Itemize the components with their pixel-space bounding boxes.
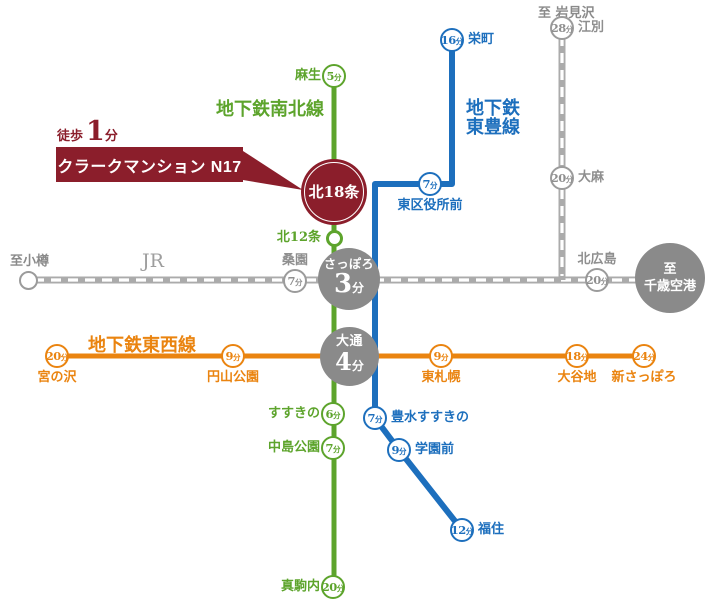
hub-sapporo-minutes: 3 xyxy=(333,269,353,299)
station-label-fukuzumi: 福住 xyxy=(478,522,505,537)
namboku-line-label: 地下鉄南北線 xyxy=(216,99,324,120)
station-label-oasa: 大麻 xyxy=(578,170,605,185)
station-label-shin-sapporo: 新さっぽろ xyxy=(611,370,677,385)
terminal-otaru-label: 至小樽 xyxy=(10,254,50,269)
badge-pointer xyxy=(243,151,303,190)
terminal-iwamizawa-label: 至 岩見沢 xyxy=(538,6,595,21)
hub-sapporo: さっぽろ 3 分 xyxy=(318,248,380,310)
hub-kita18jo-label: 北18条 xyxy=(308,183,360,201)
hub-chitose-airport: 至 千歳空港 xyxy=(635,243,705,313)
hub-odori: 大通 4 分 xyxy=(320,327,379,386)
property-name-badge: クラークマンション N17 xyxy=(56,147,243,182)
hub-odori-minutes: 4 xyxy=(335,346,352,376)
station-label-nakajima-koen: 中島公園 xyxy=(267,440,320,455)
walk-prefix: 徒歩 xyxy=(57,129,84,144)
hub-odori-minutes-unit: 分 xyxy=(351,358,364,373)
hub-kita18jo: 北18条 xyxy=(301,159,367,225)
toho-line-label-line1: 地下鉄 xyxy=(466,98,520,119)
hub-sapporo-minutes-unit: 分 xyxy=(352,281,365,295)
station-label-kita12jo: 北12条 xyxy=(276,230,321,245)
station-label-hosui-susukino: 豊水すすきの xyxy=(391,410,470,425)
station-label-miyanosawa: 宮の沢 xyxy=(37,370,77,385)
station-label-sakaemachi: 栄町 xyxy=(468,32,495,47)
station-label-kitahiroshima: 北広島 xyxy=(577,252,617,267)
hub-sapporo-label: さっぽろ xyxy=(323,257,374,271)
station-kita12jo xyxy=(325,229,343,247)
walk-minutes-unit: 分 xyxy=(104,129,118,144)
station-label-soen: 桑園 xyxy=(281,253,309,268)
hub-chitose-label-line2: 千歳空港 xyxy=(643,279,696,294)
station-label-asabu: 麻生 xyxy=(294,68,321,83)
station-label-susukino: すすきの xyxy=(267,406,320,421)
station-label-maruyama-koen: 円山公園 xyxy=(206,370,260,385)
toho-line-label: 地下鉄 東豊線 xyxy=(466,99,520,137)
toho-line-label-line2: 東豊線 xyxy=(466,117,520,138)
hub-odori-label: 大通 xyxy=(335,333,363,349)
station-label-gakuen-mae: 学園前 xyxy=(415,442,455,457)
hub-chitose-label-line1: 至 xyxy=(663,262,677,277)
walk-time: 徒歩 1 分 xyxy=(57,116,118,147)
station-label-ebetsu: 江別 xyxy=(578,20,605,35)
station-label-higashi-kuyakusho-mae: 東区役所前 xyxy=(397,198,463,213)
toho-line xyxy=(372,37,465,533)
walk-minutes: 1 xyxy=(86,116,105,147)
station-otaru-terminal xyxy=(18,270,38,290)
jr-line-label: JR xyxy=(142,250,164,272)
station-label-oyachi: 大谷地 xyxy=(557,370,597,385)
station-label-makomanai: 真駒内 xyxy=(280,579,320,594)
tozai-line-label: 地下鉄東西線 xyxy=(88,335,196,356)
station-label-higashi-sapporo: 東札幌 xyxy=(421,370,461,385)
